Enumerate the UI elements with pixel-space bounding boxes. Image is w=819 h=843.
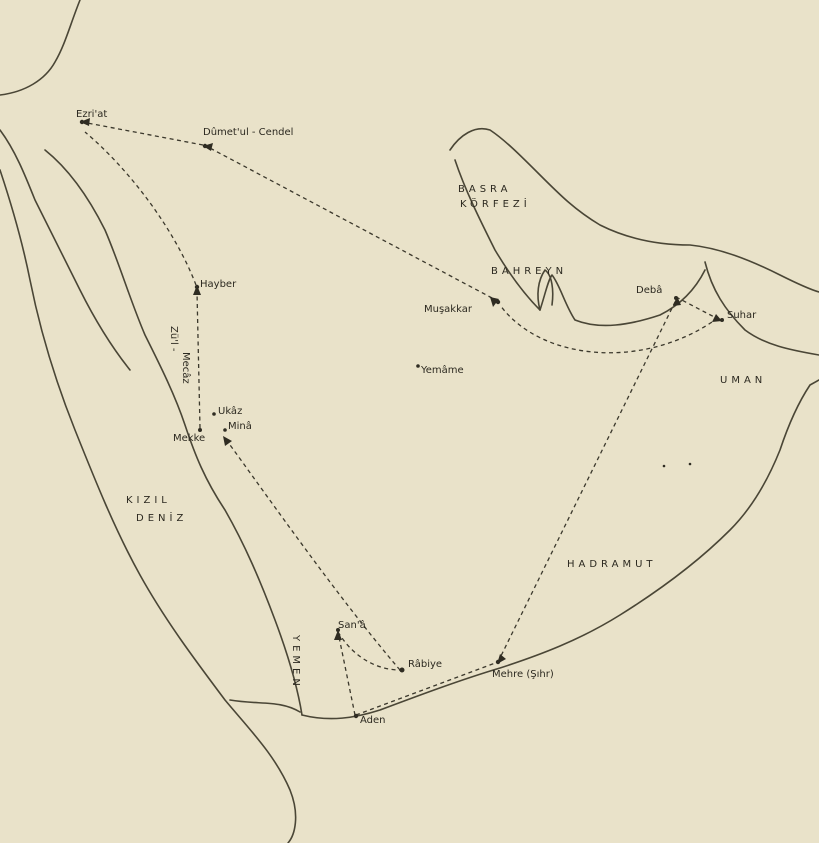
label-ukaz: Ukâz <box>218 406 243 417</box>
coastline-gulf-south <box>454 159 706 327</box>
label-musakkar: Muşakkar <box>424 304 472 315</box>
label-mekke: Mekke <box>173 433 206 444</box>
label-aden: Aden <box>360 715 386 726</box>
coastline-levant <box>0 0 81 96</box>
region-deniz: DENİZ <box>136 513 188 524</box>
dot-ukaz <box>212 412 216 416</box>
dot-suhar <box>720 318 724 322</box>
route-musakkar-to-dumet <box>207 146 493 299</box>
label-ezriat: Ezri'at <box>76 109 108 120</box>
dot-mark-1 <box>662 464 666 468</box>
region-yemen: YEMEN <box>290 635 301 690</box>
route-aden-to-mehre <box>355 661 499 716</box>
route-aden-to-sana <box>337 631 356 716</box>
dot-hayber <box>194 284 200 290</box>
arrow-musakkar <box>490 297 499 307</box>
dot-mekke <box>198 428 202 432</box>
route-suhar-to-musakkar <box>499 304 713 354</box>
region-bahreyn: BAHREYN <box>491 266 568 277</box>
route-mekke-to-hayber <box>196 291 201 429</box>
region-mecaz: Mecâz <box>180 352 191 384</box>
label-hayber: Hayber <box>200 279 237 290</box>
coastline-gulf-north <box>449 128 819 293</box>
coastline-africa <box>0 169 297 843</box>
region-korfezi: KÖRFEZİ <box>460 199 531 210</box>
label-rabiye: Râbiye <box>408 659 443 670</box>
dot-yemame <box>416 364 420 368</box>
coastline-oman <box>704 261 819 356</box>
dot-rabiye <box>399 667 405 673</box>
arrow-mina <box>223 436 232 446</box>
coastline-arabia-south <box>301 379 819 720</box>
region-zul: Zü'l - <box>168 326 179 352</box>
route-sana-to-rabiye <box>337 631 401 671</box>
dot-mark-2 <box>688 462 692 466</box>
dot-mina <box>223 428 227 432</box>
dot-deba <box>674 296 678 300</box>
route-mehre-to-deba <box>497 299 677 663</box>
route-deba-to-suhar <box>675 296 721 321</box>
label-deba: Debâ <box>636 285 663 296</box>
arrow-ezriat <box>80 118 90 126</box>
dot-sana <box>336 628 340 632</box>
label-mehre: Mehre (Şıhr) <box>492 669 554 680</box>
route-dumet-to-ezriat <box>81 121 204 146</box>
dot-mehre <box>495 659 501 665</box>
region-hadramut: HADRAMUT <box>567 559 657 570</box>
dot-musakkar <box>495 299 501 305</box>
region-basra: BASRA <box>458 184 512 195</box>
coastline-qatar <box>537 269 554 311</box>
coastline-arabia-west <box>44 149 303 716</box>
label-dumet: Dûmet'ul - Cendel <box>203 127 294 138</box>
arrow-suhar <box>712 314 722 322</box>
label-sana: San'â <box>338 620 366 631</box>
region-kizil: KIZIL <box>126 495 171 506</box>
label-suhar: Suhar <box>727 310 757 321</box>
coastline-sinai <box>0 129 131 371</box>
dot-ezriat <box>79 119 85 125</box>
arrow-hayber <box>193 285 201 295</box>
coastline-horn <box>229 699 301 713</box>
dot-dumet <box>202 143 208 149</box>
route-rabiye-to-mina <box>224 437 401 671</box>
dot-aden <box>353 713 359 719</box>
arrow-sana <box>334 630 342 640</box>
label-mina: Minâ <box>228 421 252 432</box>
arrow-deba <box>673 296 681 306</box>
arrow-dumet <box>203 143 213 151</box>
route-hayber-to-ezriat <box>84 131 197 286</box>
region-uman: UMAN <box>720 375 767 386</box>
label-yemame: Yemâme <box>421 365 464 376</box>
